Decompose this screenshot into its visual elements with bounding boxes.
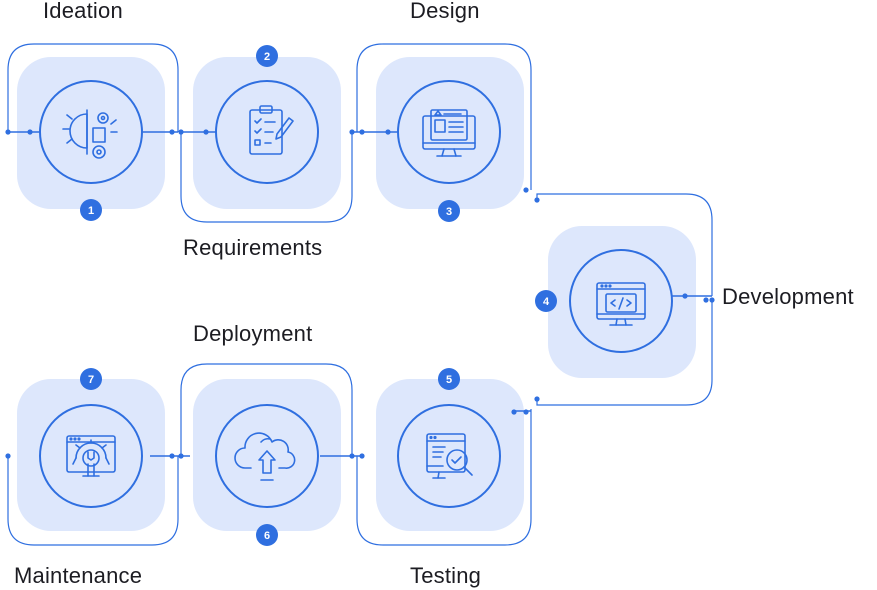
ring-deployment (215, 404, 319, 508)
badge-6-number: 6 (264, 530, 270, 542)
ring-requirements (215, 80, 319, 184)
badge-7: 7 (80, 368, 102, 390)
badge-2-number: 2 (264, 51, 270, 63)
clipboard-checklist-icon (249, 105, 294, 155)
tile-deployment (193, 379, 341, 531)
label-testing: Testing (410, 563, 482, 588)
badge-2: 2 (256, 45, 278, 67)
frame-dev-top (536, 193, 713, 296)
stage-rings (39, 80, 673, 508)
frame-design (356, 43, 532, 190)
label-design: Design (410, 0, 480, 23)
ring-testing (397, 404, 501, 508)
monitor-layout-icon (422, 109, 476, 157)
badge-5-number: 5 (446, 374, 452, 386)
tile-maintenance (17, 379, 165, 531)
badge-6: 6 (256, 524, 278, 546)
label-maintenance: Maintenance (14, 563, 143, 588)
lightbulb-gears-icon (62, 109, 118, 159)
frame-maintenance (7, 456, 179, 546)
badge-4: 4 (535, 290, 557, 312)
badge-3: 3 (438, 200, 460, 222)
monitor-code-icon (596, 282, 646, 326)
frame-ideation (7, 43, 179, 132)
monitor-magnifier-icon (426, 433, 473, 479)
tile-ideation (17, 57, 165, 209)
label-ideation: Ideation (43, 0, 123, 23)
ring-ideation (39, 80, 143, 184)
badge-1: 1 (80, 199, 102, 221)
cloud-upload-icon (234, 432, 296, 481)
badge-7-number: 7 (88, 374, 94, 386)
badge-4-number: 4 (543, 296, 550, 308)
label-development: Development (722, 284, 854, 309)
ring-design (397, 80, 501, 184)
badge-1-number: 1 (88, 205, 94, 217)
ring-development (569, 249, 673, 353)
label-deployment: Deployment (193, 321, 313, 346)
badge-3-number: 3 (446, 206, 452, 218)
connector-frames (7, 43, 713, 546)
gear-wrench-icon (66, 435, 116, 477)
tile-requirements (193, 57, 341, 209)
connector-wires (5, 129, 715, 459)
label-requirements: Requirements (183, 235, 323, 260)
ring-maintenance (39, 404, 143, 508)
frame-requirements (180, 132, 353, 223)
stage-badges: 1 2 3 4 5 6 7 (80, 45, 557, 546)
badge-5: 5 (438, 368, 460, 390)
frame-dev-bottom (536, 300, 713, 406)
frame-deployment (180, 363, 353, 456)
frame-testing (356, 409, 532, 546)
